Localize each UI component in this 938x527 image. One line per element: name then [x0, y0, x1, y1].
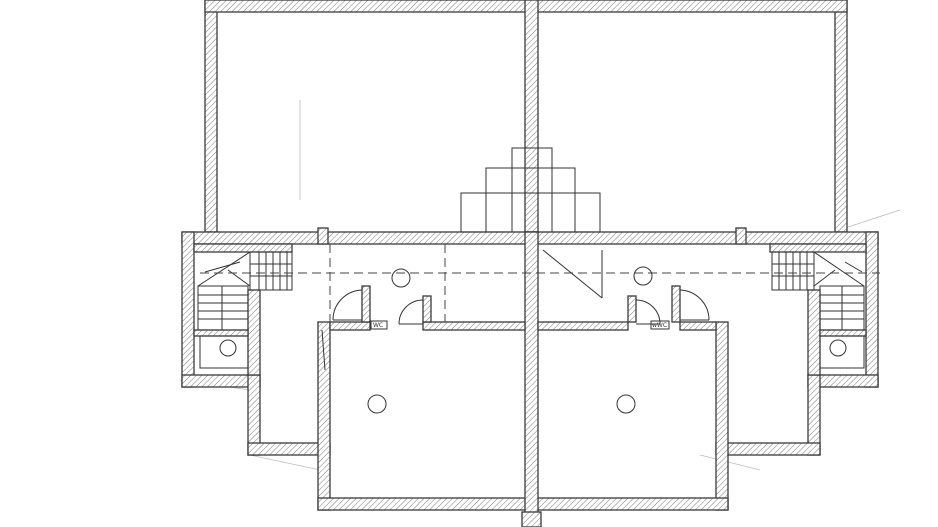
door-swings [321, 289, 710, 371]
axis-lines [200, 244, 880, 322]
construction-lines [179, 100, 901, 471]
stair-left [197, 251, 293, 369]
room-tag-left: WC [373, 322, 383, 329]
circle-fixtures [219, 266, 847, 414]
stair-right [771, 251, 865, 369]
diagonal-opening [542, 249, 603, 299]
room-tag-right: wWC [652, 322, 667, 329]
room-tags: WC wWC [370, 320, 670, 330]
outer-walls [181, 231, 879, 527]
upper-terrace-walls [204, 0, 848, 233]
terrace-steps [460, 147, 601, 233]
